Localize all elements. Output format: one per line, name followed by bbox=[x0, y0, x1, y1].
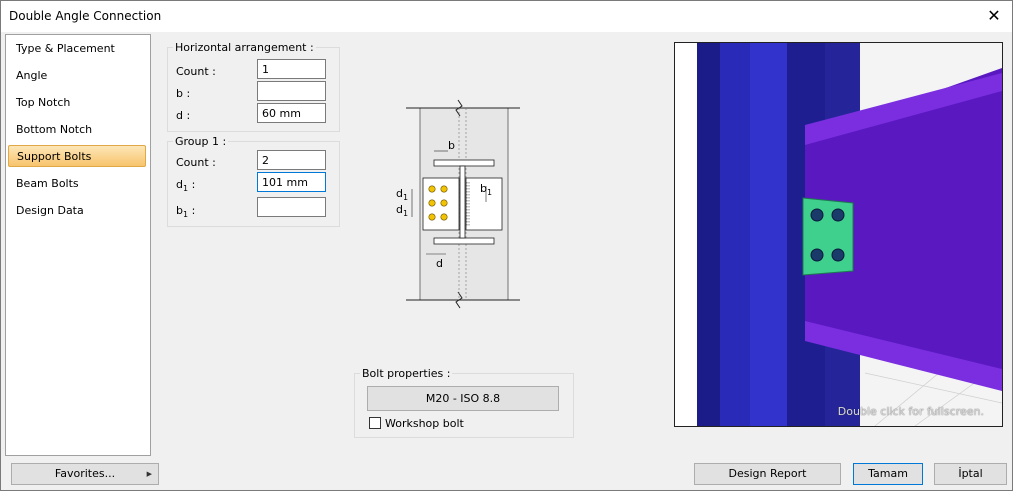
3d-model-render bbox=[675, 43, 1002, 426]
horizontal-count-input[interactable] bbox=[257, 59, 326, 79]
3d-view[interactable]: Double click for fullscreen. bbox=[674, 42, 1003, 427]
design-report-button[interactable]: Design Report bbox=[694, 463, 841, 485]
sidebar-item-design-data[interactable]: Design Data bbox=[8, 200, 146, 222]
window-title: Double Angle Connection bbox=[9, 9, 162, 23]
chevron-right-icon: ▶ bbox=[146, 470, 152, 478]
sidebar-item-beam-bolts[interactable]: Beam Bolts bbox=[8, 173, 146, 195]
cancel-button[interactable]: İptal bbox=[934, 463, 1007, 485]
connection-diagram: b d1 d1 b1 d bbox=[396, 99, 520, 309]
break-line-bottom bbox=[455, 291, 463, 309]
bolt bbox=[831, 208, 845, 222]
bolt bbox=[831, 248, 845, 262]
bolt bbox=[440, 185, 448, 193]
bolt-group bbox=[428, 185, 448, 221]
bolts-3d bbox=[810, 208, 845, 262]
group1-count-input[interactable] bbox=[257, 150, 326, 170]
sidebar-item-type-placement[interactable]: Type & Placement bbox=[8, 38, 146, 60]
horizontal-arrangement-legend: Horizontal arrangement : bbox=[175, 41, 314, 54]
angle-right bbox=[465, 177, 503, 231]
title-bar: Double Angle Connection ✕ bbox=[1, 1, 1012, 32]
sidebar-item-top-notch[interactable]: Top Notch bbox=[8, 92, 146, 114]
bolt bbox=[810, 208, 824, 222]
group1-count-label: Count : bbox=[176, 156, 216, 169]
bolt bbox=[810, 248, 824, 262]
angle-3d bbox=[802, 197, 854, 276]
column-web bbox=[750, 43, 787, 426]
group1-b1-label: b1 : bbox=[176, 204, 196, 220]
horizontal-d-label: d : bbox=[176, 109, 191, 122]
sidebar-item-label: Beam Bolts bbox=[16, 177, 79, 190]
left-wall bbox=[675, 43, 697, 426]
beam-bottom-flange bbox=[433, 237, 495, 245]
dim-d1-bottom-label: d1 bbox=[396, 203, 408, 218]
workshop-bolt-checkbox[interactable] bbox=[369, 417, 381, 429]
beam-web bbox=[459, 165, 466, 239]
sidebar-item-label: Angle bbox=[16, 69, 48, 82]
favorites-button[interactable]: Favorites... ▶ bbox=[11, 463, 159, 485]
dim-b1-label: b1 bbox=[480, 182, 492, 197]
fullscreen-hint: Double click for fullscreen. bbox=[837, 405, 984, 418]
bolt-properties-legend: Bolt properties : bbox=[362, 367, 451, 380]
bolt bbox=[440, 213, 448, 221]
horizontal-b-label: b : bbox=[176, 87, 191, 100]
beam-top-flange-3d bbox=[805, 73, 1002, 145]
bolt-properties-group: Bolt properties : bbox=[354, 367, 574, 438]
beam-top-flange bbox=[433, 159, 495, 167]
beam-web-3d bbox=[805, 68, 1002, 383]
sidebar-item-label: Design Data bbox=[16, 204, 84, 217]
sidebar-item-bottom-notch[interactable]: Bottom Notch bbox=[8, 119, 146, 141]
close-icon[interactable]: ✕ bbox=[987, 6, 1001, 25]
bolt bbox=[428, 213, 436, 221]
bolt-type-button[interactable]: M20 - ISO 8.8 bbox=[367, 386, 559, 411]
horizontal-d-input[interactable] bbox=[257, 103, 326, 123]
horizontal-arrangement-group: Horizontal arrangement : bbox=[167, 41, 340, 132]
sidebar-item-angle[interactable]: Angle bbox=[8, 65, 146, 87]
sidebar: Type & Placement Angle Top Notch Bottom … bbox=[5, 34, 151, 456]
workshop-bolt-label: Workshop bolt bbox=[385, 417, 464, 430]
sidebar-item-label: Bottom Notch bbox=[16, 123, 93, 136]
group1-d1-label: d1 : bbox=[176, 178, 196, 194]
sidebar-item-label: Top Notch bbox=[16, 96, 71, 109]
group1-d1-input[interactable] bbox=[257, 172, 326, 192]
dim-d-label: d bbox=[436, 257, 443, 270]
ok-button[interactable]: Tamam bbox=[853, 463, 923, 485]
favorites-label: Favorites... bbox=[54, 467, 116, 480]
group1-legend: Group 1 : bbox=[175, 135, 227, 148]
sidebar-item-label: Type & Placement bbox=[16, 42, 115, 55]
group1-group: Group 1 : bbox=[167, 135, 340, 227]
beam-bottom-flange-3d bbox=[805, 321, 1002, 391]
bolt bbox=[428, 185, 436, 193]
group1-b1-input[interactable] bbox=[257, 197, 326, 217]
bolt bbox=[440, 199, 448, 207]
bolt bbox=[428, 199, 436, 207]
dim-d1-top-label: d1 bbox=[396, 187, 408, 202]
sidebar-item-support-bolts[interactable]: Support Bolts bbox=[8, 145, 146, 167]
horizontal-count-label: Count : bbox=[176, 65, 216, 78]
column-flange-face bbox=[720, 43, 750, 426]
sidebar-item-label: Support Bolts bbox=[17, 150, 92, 163]
dim-b-label: b bbox=[448, 139, 455, 152]
horizontal-b-input[interactable] bbox=[257, 81, 326, 101]
